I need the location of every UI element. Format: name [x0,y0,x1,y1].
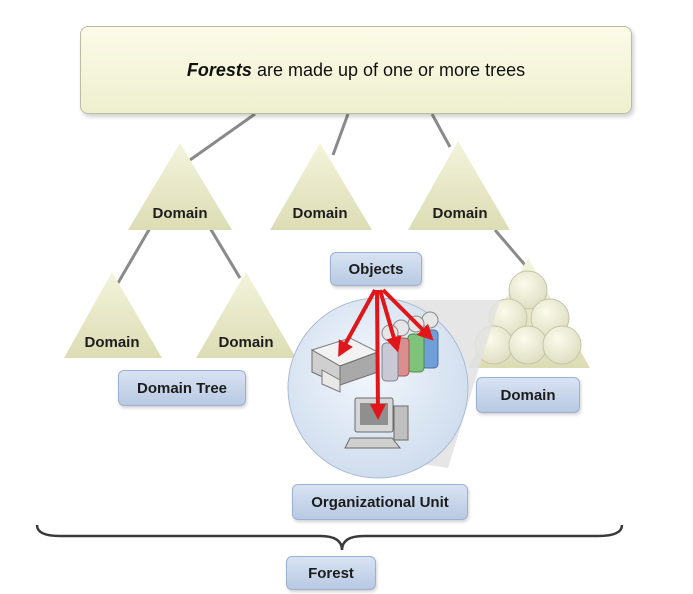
organizational-unit-label: Organizational Unit [292,484,468,520]
forest-brace [35,524,624,551]
domain-label-root-left: Domain [152,205,208,222]
printer-icon [310,337,380,393]
domain-label: Domain [476,377,580,413]
domain-tree-label: Domain Tree [118,370,246,406]
domain-triangle-root-middle [270,143,372,230]
forest-definition-banner: Forests are made up of one or more trees [80,26,632,114]
domain-triangle-root-right [408,141,510,230]
banner-emphasis: Forests [186,59,252,80]
domain-triangle-child-right [196,272,296,358]
domain-triangle-child-left [64,272,162,358]
forest-label: Forest [286,556,376,590]
objects-label: Objects [330,252,422,286]
domain-label-child-right: Domain [218,334,274,351]
domain-label-root-middle: Domain [292,205,348,222]
object-arrows [338,288,434,420]
domain-label-root-right: Domain [432,205,488,222]
domain-triangle-root-left [128,143,232,230]
domain-label-child-left: Domain [84,334,140,351]
banner-text: are made up of one or more trees [251,59,526,80]
connector-lines [116,112,527,284]
